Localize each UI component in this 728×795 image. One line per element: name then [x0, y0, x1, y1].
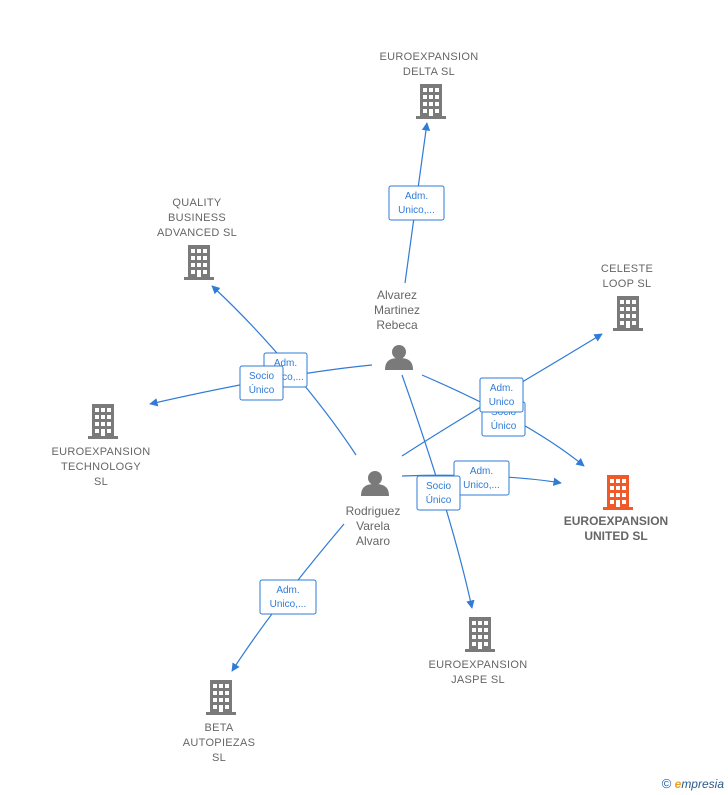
- svg-text:Adm.: Adm.: [274, 358, 297, 369]
- svg-text:EUROEXPANSION: EUROEXPANSION: [379, 51, 478, 63]
- svg-text:Único: Único: [249, 383, 275, 396]
- copyright-icon: ©: [661, 776, 672, 791]
- company-node-beta[interactable]: BETA AUTOPIEZAS SL: [183, 680, 255, 764]
- building-icon: [613, 296, 643, 331]
- person-node-alvarez[interactable]: Alvarez Martinez Rebeca: [374, 288, 420, 370]
- brand-name: mpresia: [681, 777, 724, 791]
- svg-text:JASPE SL: JASPE SL: [451, 674, 505, 686]
- svg-text:TECHNOLOGY: TECHNOLOGY: [61, 461, 141, 473]
- svg-text:QUALITY: QUALITY: [172, 197, 222, 209]
- svg-text:Único: Único: [491, 419, 517, 432]
- building-icon: [603, 475, 633, 510]
- person-icon: [361, 471, 389, 496]
- svg-text:Alvaro: Alvaro: [356, 534, 390, 548]
- svg-text:ADVANCED SL: ADVANCED SL: [157, 227, 237, 239]
- svg-text:Unico,...: Unico,...: [463, 480, 500, 491]
- edge-label-delta[interactable]: Adm. Unico,...: [388, 185, 445, 221]
- company-node-delta[interactable]: EUROEXPANSION DELTA SL: [379, 51, 478, 119]
- edge-label-celeste[interactable]: Adm. Unico: [479, 377, 524, 413]
- building-icon: [416, 84, 446, 119]
- brand-initial: e: [674, 777, 682, 791]
- svg-text:Adm.: Adm.: [405, 191, 428, 202]
- svg-text:EUROEXPANSION: EUROEXPANSION: [564, 514, 668, 528]
- building-icon: [184, 245, 214, 280]
- footer-brand: © empresia: [662, 776, 724, 791]
- svg-text:Adm.: Adm.: [470, 466, 493, 477]
- edge-label-beta[interactable]: Adm. Unico,...: [259, 579, 317, 615]
- company-node-quality[interactable]: QUALITY BUSINESS ADVANCED SL: [157, 197, 237, 280]
- svg-text:SL: SL: [94, 476, 108, 488]
- svg-text:BUSINESS: BUSINESS: [168, 212, 226, 224]
- svg-text:EUROEXPANSION: EUROEXPANSION: [428, 659, 527, 671]
- company-node-jaspe[interactable]: EUROEXPANSION JASPE SL: [428, 617, 527, 686]
- svg-text:Rodriguez: Rodriguez: [346, 504, 401, 518]
- edge-label-technology[interactable]: Socio Único: [239, 365, 284, 401]
- svg-text:CELESTE: CELESTE: [601, 263, 653, 275]
- person-node-rodriguez[interactable]: Rodriguez Varela Alvaro: [346, 471, 401, 548]
- company-node-united[interactable]: EUROEXPANSION UNITED SL: [564, 475, 668, 543]
- company-node-technology[interactable]: EUROEXPANSION TECHNOLOGY SL: [51, 404, 150, 488]
- svg-text:LOOP SL: LOOP SL: [603, 278, 652, 290]
- svg-text:EUROEXPANSION: EUROEXPANSION: [51, 446, 150, 458]
- svg-text:Unico: Unico: [489, 397, 515, 408]
- svg-text:Varela: Varela: [356, 519, 390, 533]
- svg-text:Unico,...: Unico,...: [398, 205, 435, 216]
- building-icon: [206, 680, 236, 715]
- svg-text:Rebeca: Rebeca: [376, 318, 418, 332]
- svg-text:SL: SL: [212, 752, 226, 764]
- edge-label-jaspe[interactable]: Socio Único: [416, 475, 461, 511]
- building-icon: [465, 617, 495, 652]
- svg-text:Socio: Socio: [249, 371, 274, 382]
- svg-text:Martinez: Martinez: [374, 303, 420, 317]
- svg-text:Adm.: Adm.: [276, 585, 299, 596]
- svg-text:DELTA SL: DELTA SL: [403, 66, 455, 78]
- svg-text:UNITED SL: UNITED SL: [584, 529, 647, 543]
- svg-text:Alvarez: Alvarez: [377, 288, 417, 302]
- person-icon: [385, 345, 413, 370]
- edge-labels: Adm. Unico,... Adm. Unico,... Socio Únic…: [239, 185, 526, 615]
- svg-text:BETA: BETA: [204, 722, 233, 734]
- edge-label-united-adm[interactable]: Adm. Unico,...: [453, 460, 510, 496]
- svg-text:Adm.: Adm.: [490, 383, 513, 394]
- building-icon: [88, 404, 118, 439]
- svg-text:AUTOPIEZAS: AUTOPIEZAS: [183, 737, 255, 749]
- svg-text:Unico,...: Unico,...: [267, 372, 304, 383]
- svg-text:Único: Único: [426, 493, 452, 506]
- svg-text:Unico,...: Unico,...: [270, 599, 307, 610]
- company-node-celeste[interactable]: CELESTE LOOP SL: [601, 263, 653, 331]
- svg-text:Socio: Socio: [426, 481, 451, 492]
